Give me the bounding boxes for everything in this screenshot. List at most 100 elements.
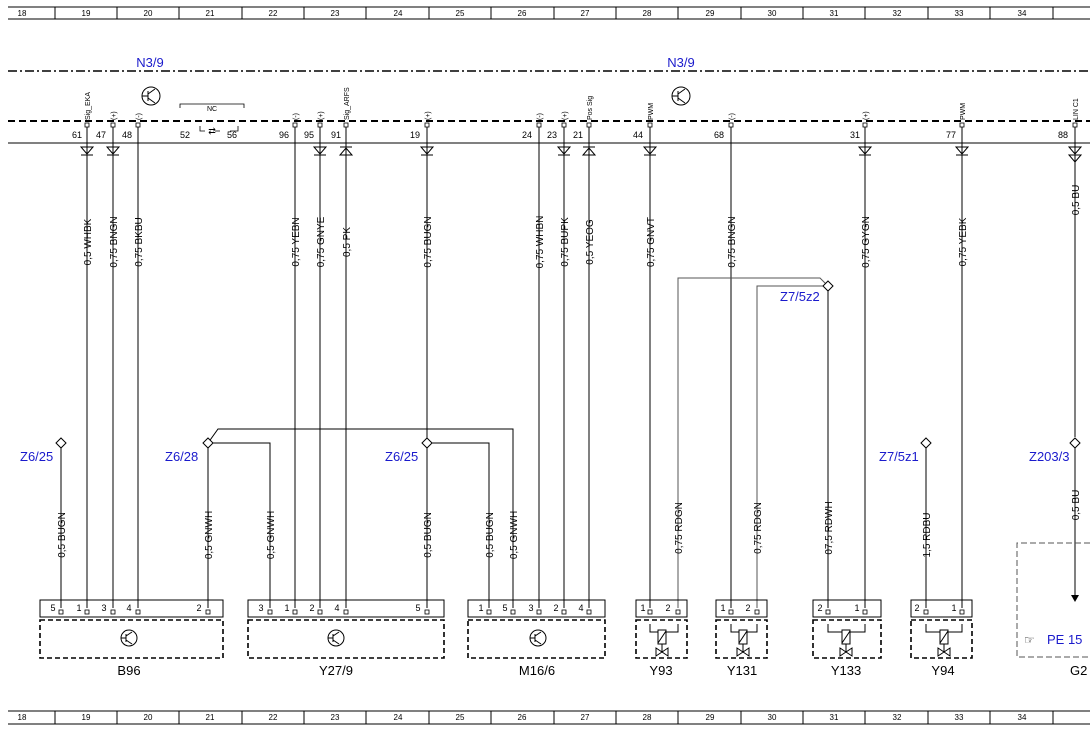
grid-col: 19 <box>82 713 91 722</box>
pin-number: 77 <box>946 130 956 140</box>
wire-label: 0,5 BU <box>1071 490 1082 521</box>
wire-label: 0,75 BNGN <box>109 216 120 267</box>
component-name: B96 <box>117 663 140 678</box>
pin-number: 2 <box>553 603 558 613</box>
pin-number: 95 <box>304 130 314 140</box>
wire-label: 1,5 RDBU <box>922 512 933 557</box>
component-y133: 2 1 Y133 <box>812 599 882 678</box>
pin-number: 61 <box>72 130 82 140</box>
wire-label: 0,5 BUGN <box>57 512 68 558</box>
wire-label: 0,5 BUGN <box>423 512 434 558</box>
solenoid-valve-icon <box>827 624 866 657</box>
grid-col: 28 <box>643 713 652 722</box>
wire-label: 0,5 GNWH <box>204 511 215 559</box>
grid-col: 26 <box>518 713 527 722</box>
pin-number: 1 <box>951 603 956 613</box>
grid-col: 22 <box>269 9 278 18</box>
component-name: Y93 <box>649 663 672 678</box>
grid-col: 34 <box>1018 9 1027 18</box>
grid-col: 20 <box>144 9 153 18</box>
grid-col: 34 <box>1018 713 1027 722</box>
wire-label: 0,5 YEOG <box>585 219 596 265</box>
pin-number: 3 <box>101 603 106 613</box>
pin-number: 3 <box>528 603 533 613</box>
grid-col: 31 <box>830 9 839 18</box>
pin-tag: (+) <box>425 111 432 120</box>
transistor-icon <box>671 86 691 106</box>
grid-col: 18 <box>18 713 27 722</box>
pin-tag: (-) <box>537 113 544 120</box>
wire-label: 0,5 GNWH <box>266 511 277 559</box>
grid-col: 27 <box>581 9 590 18</box>
pin-number: 5 <box>50 603 55 613</box>
pin-number: 2 <box>745 603 750 613</box>
wire-label: 0,5 BU <box>1071 185 1082 216</box>
grid-col: 33 <box>955 9 964 18</box>
component-name: Y27/9 <box>319 663 353 678</box>
grid-col: 18 <box>18 9 27 18</box>
grid-col: 20 <box>144 713 153 722</box>
wire-label: 0,5 PK <box>342 227 353 257</box>
grid-col: 32 <box>893 9 902 18</box>
page-reference-link[interactable]: PE 15 <box>1047 632 1082 647</box>
pin-number: 1 <box>478 603 483 613</box>
wire-label: 0,75 BUPK <box>560 217 571 267</box>
wire-label: 0,75 GNVT <box>646 217 657 267</box>
pin-number: 2 <box>196 603 201 613</box>
component-y131: 1 2 Y131 <box>715 599 768 678</box>
module-label: N3/9 <box>667 55 694 70</box>
grid-col: 22 <box>269 713 278 722</box>
component-name: Y131 <box>727 663 757 678</box>
module-n3-9: N3/9 N3/9 NC ⇄ 52 56 <box>8 55 1090 144</box>
grid-col: 24 <box>394 9 403 18</box>
wire-labels-bottom: 0,5 BUGN 0,5 GNWH 0,5 GNWH 0,5 BUGN 0,5 … <box>57 490 1082 559</box>
pin-number: 1 <box>720 603 725 613</box>
wire-label: 0,75 BUGN <box>423 216 434 267</box>
grid-col: 21 <box>206 713 215 722</box>
wire-label: 0,75 WHBN <box>535 216 546 269</box>
grid-col: 30 <box>768 9 777 18</box>
splice-label: Z7/5z1 <box>879 449 919 464</box>
pin-number: 2 <box>309 603 314 613</box>
splice-nodes <box>55 280 1081 449</box>
wire-label: 07,5 RDWH <box>824 501 835 554</box>
pin-tag: (+) <box>318 111 325 120</box>
pin-tag: Sig_EKA <box>85 92 92 120</box>
component-y94: 2 1 Y94 <box>910 599 973 678</box>
splice-label: Z203/3 <box>1029 449 1069 464</box>
grid-ruler-top: 18 19 20 21 22 23 24 25 26 27 28 29 30 3… <box>8 6 1090 20</box>
pin-number: 2 <box>817 603 822 613</box>
pin-number: 4 <box>126 603 131 613</box>
wire-label: 0,75 YEBK <box>958 217 969 266</box>
wire-label: 0,5 GNWH <box>509 511 520 559</box>
component-name: M16/6 <box>519 663 555 678</box>
component-b96: 5 1 3 4 2 B96 <box>39 599 224 678</box>
wire-label: 0,75 RDGN <box>753 502 764 554</box>
transistor-icon <box>327 629 345 647</box>
pin-number: 48 <box>122 130 132 140</box>
module-pins: 61 47 48 96 95 91 19 24 23 21 44 68 31 7… <box>72 87 1083 163</box>
pin-number: 1 <box>76 603 81 613</box>
pin-number: 2 <box>665 603 670 613</box>
pin-number: 96 <box>279 130 289 140</box>
splice-label: Z6/25 <box>385 449 418 464</box>
wire-label: 0,5 WHBK <box>83 218 94 265</box>
pin-number: 19 <box>410 130 420 140</box>
wire-label: 0,75 RDGN <box>674 502 685 554</box>
splice-label: Z7/5z2 <box>780 289 820 304</box>
grid-col: 26 <box>518 9 527 18</box>
grid-ruler-bottom: 18 19 20 21 22 23 24 25 26 27 28 29 30 3… <box>8 710 1090 725</box>
pin-number: 23 <box>547 130 557 140</box>
grid-col: 31 <box>830 713 839 722</box>
pin-number: 24 <box>522 130 532 140</box>
wire-label: 0,75 BKBU <box>134 217 145 266</box>
pin-number: 68 <box>714 130 724 140</box>
grid-col: 29 <box>706 713 715 722</box>
pin-number: 52 <box>180 130 190 140</box>
svg-text:⇄: ⇄ <box>208 126 216 136</box>
pin-number: 5 <box>415 603 420 613</box>
pin-tag: Sig_ARFS <box>344 87 351 120</box>
component-name: G2 <box>1070 663 1087 678</box>
pin-number: 88 <box>1058 130 1068 140</box>
